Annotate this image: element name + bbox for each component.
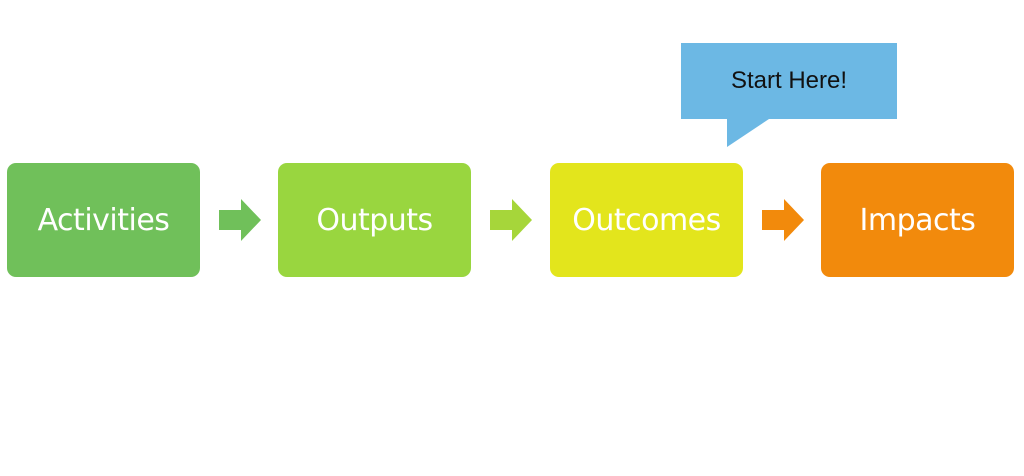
stage-label: Impacts <box>859 202 976 238</box>
callout-label: Start Here! <box>730 67 848 94</box>
callout-shape <box>681 43 897 147</box>
stage-box-impacts: Impacts <box>821 163 1014 277</box>
arrow-right-icon <box>490 199 532 241</box>
stage-box-outcomes: Outcomes <box>550 163 743 277</box>
arrow-right-icon <box>219 199 261 241</box>
stage-label: Outputs <box>316 202 433 238</box>
stage-label: Activities <box>37 202 170 238</box>
start-here-callout: Start Here! <box>681 43 897 147</box>
stage-box-activities: Activities <box>7 163 200 277</box>
stage-label: Outcomes <box>572 202 721 238</box>
arrow-right-icon <box>762 199 804 241</box>
stage-box-outputs: Outputs <box>278 163 471 277</box>
